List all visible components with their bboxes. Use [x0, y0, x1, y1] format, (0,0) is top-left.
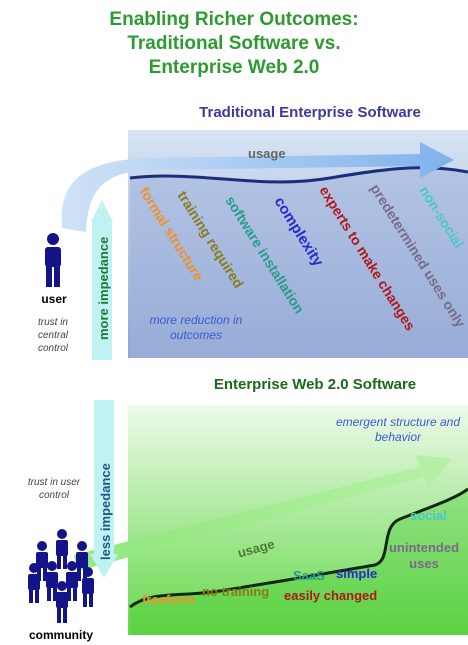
web20-panel-bg: [128, 405, 468, 635]
web20-panel-wave: [130, 489, 468, 635]
factor-freeform: freeform: [142, 592, 195, 607]
factor-social: social: [410, 508, 447, 523]
title-line-1: Enabling Richer Outcomes:: [109, 9, 359, 30]
community-trust-label: trust in user control: [27, 477, 81, 501]
title-line-3: Enterprise Web 2.0: [148, 57, 320, 78]
web20-curve: [129, 487, 468, 609]
less-impedance-arrow: [90, 400, 118, 578]
traditional-usage-arrow: [61, 142, 455, 232]
more-impedance-arrow: [91, 200, 113, 360]
web20-heading: Enterprise Web 2.0 Software: [213, 376, 417, 393]
diagram-title: Enabling Richer Outcomes: Traditional So…: [0, 8, 468, 80]
factor-no-training: no training: [202, 584, 270, 599]
web20-usage-arrow: [74, 455, 452, 571]
factor-simple: simple: [336, 566, 378, 581]
traditional-panel-wave: [130, 167, 468, 358]
community-label: community: [28, 628, 93, 642]
more-impedance-label: more impedance: [96, 236, 111, 340]
community-icon: [28, 529, 94, 623]
emergent-label: emergent structure and behavior: [335, 415, 461, 444]
web20-panel-graphics: [74, 405, 468, 635]
factor-unintended-uses: unintended uses: [388, 540, 460, 571]
factor-easily-changed: easily changed: [284, 588, 378, 603]
factor-saas: SaaS: [293, 568, 325, 583]
traditional-heading: Traditional Enterprise Software: [199, 104, 421, 121]
less-impedance-label: less impedance: [98, 463, 113, 560]
user-icon: [45, 233, 61, 287]
title-line-2: Traditional Software vs.: [127, 33, 341, 54]
user-label: user: [41, 292, 67, 306]
traditional-reduction-label: more reduction in outcomes: [149, 313, 243, 342]
user-trust-label: trust in central control: [37, 317, 68, 354]
traditional-usage-label: usage: [248, 146, 286, 161]
traditional-panel-graphics: [61, 130, 468, 358]
